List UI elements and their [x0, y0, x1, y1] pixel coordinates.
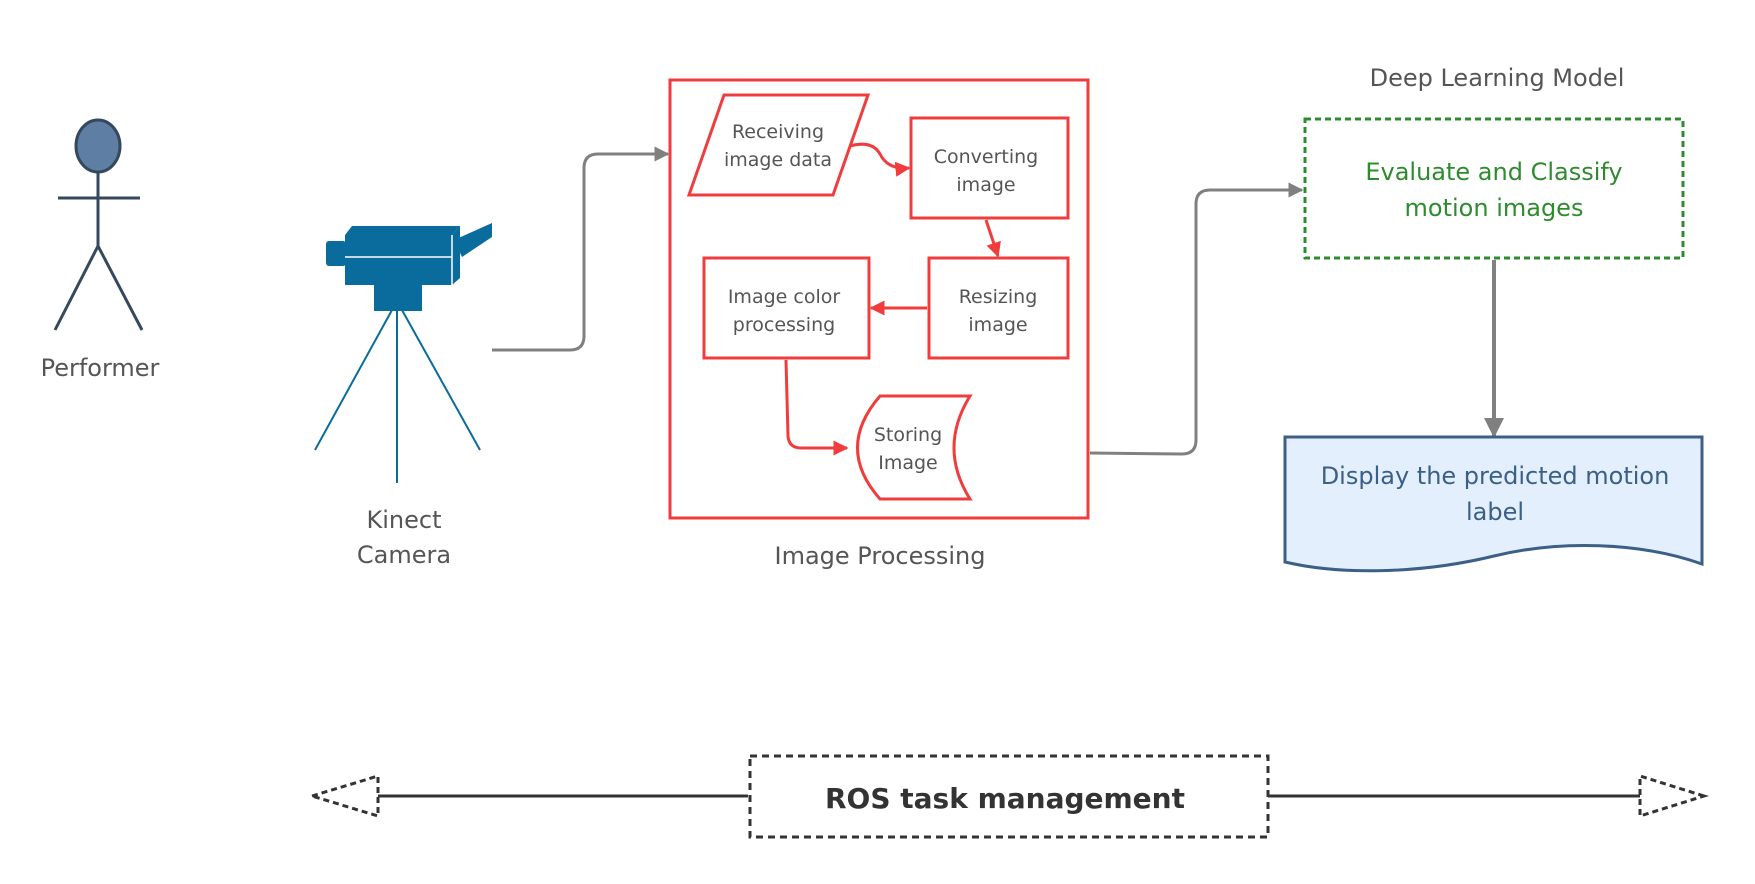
step-receiving-line1: Receiving: [732, 121, 824, 143]
step-resizing-line2: image: [968, 314, 1027, 336]
step-storing-line2: Image: [878, 452, 938, 474]
arrow-converting-to-resizing: [984, 219, 1001, 258]
step-converting-line2: image: [956, 174, 1015, 196]
step-converting-image: [909, 116, 1070, 220]
step-converting-line1: Converting: [934, 146, 1039, 168]
performer-icon: [53, 118, 144, 331]
ros-arrow-right: [1268, 773, 1710, 819]
step-receiving-image-data: [686, 93, 871, 197]
step-storing-line1: Storing: [874, 424, 942, 446]
deep-learning-title: Deep Learning Model: [1370, 64, 1625, 92]
ros-arrow-left: [306, 773, 748, 819]
connector-processing-to-model: [1089, 182, 1304, 456]
camera-label-line1: Kinect: [367, 506, 442, 534]
display-line2: label: [1466, 498, 1524, 526]
deep-learning-box: [1303, 117, 1685, 260]
deep-learning-box-line1: Evaluate and Classify: [1365, 158, 1622, 186]
step-resizing-image: [927, 256, 1070, 360]
ros-task-management-label: ROS task management: [825, 782, 1185, 815]
arrow-receiving-to-converting: [849, 142, 911, 177]
performer-label: Performer: [41, 354, 160, 382]
step-color-line1: Image color: [728, 286, 841, 308]
connector-camera-to-processing: [492, 146, 670, 352]
step-resizing-line1: Resizing: [959, 286, 1038, 308]
display-document: [1283, 435, 1704, 573]
camera-icon: [314, 223, 492, 483]
camera-label-line2: Camera: [357, 541, 451, 569]
image-processing-title: Image Processing: [775, 542, 986, 570]
ros-task-management-box: [748, 754, 1270, 839]
image-processing-container: [668, 78, 1090, 520]
step-storing-image: [856, 394, 973, 501]
step-receiving-line2: image data: [724, 149, 832, 171]
display-line1: Display the predicted motion: [1321, 462, 1670, 490]
arrow-color-to-storing: [784, 359, 849, 456]
deep-learning-box-line2: motion images: [1405, 194, 1584, 222]
step-image-color-processing: [702, 256, 871, 360]
step-color-line2: processing: [733, 314, 835, 336]
